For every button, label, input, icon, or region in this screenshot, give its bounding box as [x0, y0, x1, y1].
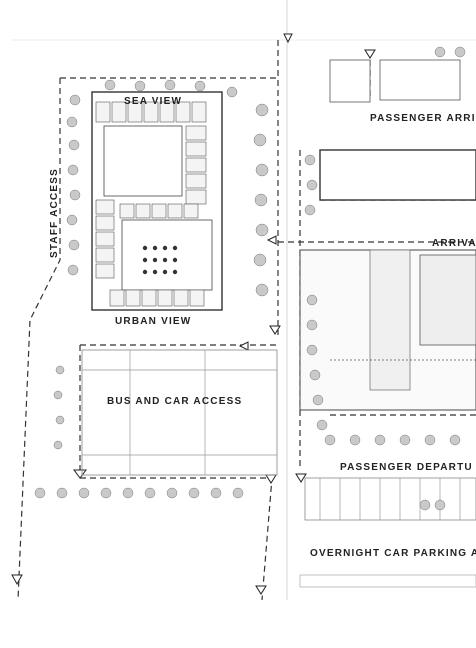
arrow-icon [364, 49, 376, 59]
urban-view-label: URBAN VIEW [115, 316, 191, 327]
arrow-icon [295, 473, 307, 483]
passenger-departures-label: PASSENGER DEPARTU [340, 462, 473, 473]
arrow-icon [283, 33, 293, 44]
passenger-arrivals-label: PASSENGER ARRI [370, 113, 476, 124]
terminal-building [299, 59, 476, 411]
arrivals-label: ARRIVA [432, 238, 476, 249]
overnight-parking-label: OVERNIGHT CAR PARKING A [310, 548, 476, 559]
bus-car-parking [81, 349, 278, 476]
sea-view-label: SEA VIEW [124, 96, 182, 107]
arrow-icon [238, 341, 249, 351]
arrow-icon [11, 574, 23, 586]
arrow-icon [266, 235, 277, 245]
arrow-icon [255, 585, 267, 595]
arrow-icon [269, 325, 281, 335]
hotel-building [91, 91, 223, 311]
route-arrows [11, 33, 376, 595]
staff-access-label: STAFF ACCESS [49, 168, 60, 258]
overnight-parking [299, 477, 476, 588]
landscape-trees [34, 46, 466, 511]
bus-car-access-label: BUS AND CAR ACCESS [107, 396, 242, 407]
arrow-icon [73, 469, 87, 479]
